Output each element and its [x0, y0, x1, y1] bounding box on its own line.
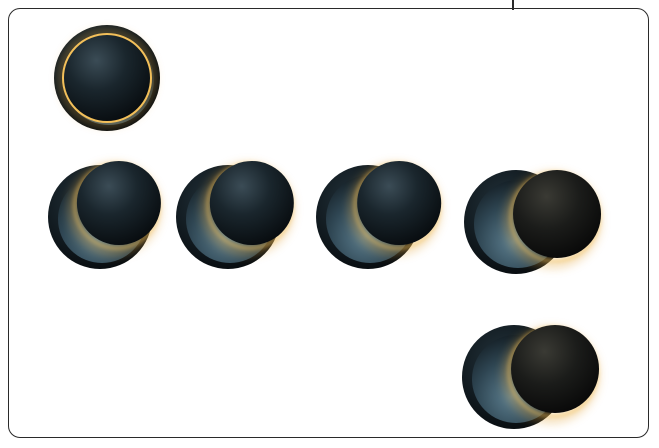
front-disc [77, 161, 161, 245]
front-disc [357, 161, 441, 245]
lamp-stage-5 [462, 325, 599, 429]
lamp-stage-1 [48, 161, 161, 269]
lamp-stage-2 [176, 161, 294, 269]
front-disc [210, 161, 294, 245]
lamp-stage-4 [464, 170, 601, 274]
lamp-stage-3 [316, 161, 441, 269]
lamp-full-eclipse [54, 25, 160, 131]
front-disc [513, 170, 601, 258]
front-disc [511, 325, 599, 413]
